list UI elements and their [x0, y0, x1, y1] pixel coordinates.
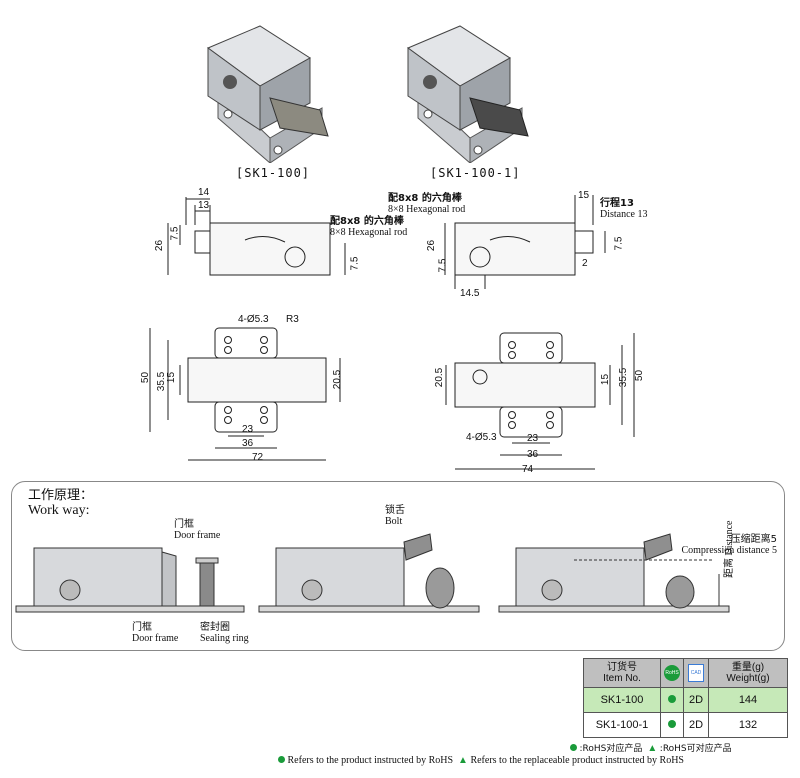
door-frame2-en: Door frame — [132, 633, 179, 644]
door-frame-label-top: 门框 Door frame — [174, 519, 220, 541]
photo-sk1-100-1 — [400, 18, 540, 165]
dim-r3: R3 — [286, 314, 299, 325]
work-way-panel — [11, 481, 785, 651]
row2-weight: 132 — [708, 712, 788, 738]
hex-rod-note-right: 配8x8 的六角棒 8×8 Hexagonal rod — [388, 193, 465, 215]
sealing-cn: 密封圈 — [200, 622, 230, 633]
side-view-left-drawing — [150, 185, 390, 290]
top-view-left-drawing — [140, 310, 390, 470]
compress-en: Compression distance 5 — [681, 545, 777, 556]
header-weight: 重量(g) Weight(g) — [708, 658, 788, 688]
rohs-icon: RoHS — [664, 665, 680, 681]
legend-en: Refers to the product instructed by RoHS… — [278, 755, 684, 766]
sealing-en: Sealing ring — [200, 633, 249, 644]
sealing-ring-label: 密封圈 Sealing ring — [200, 622, 249, 644]
bolt-label: 锁舌 Bolt — [385, 505, 405, 527]
table-row: SK1-100 2D 144 — [583, 687, 788, 713]
legend-replace-cn: :RoHS可对应产品 — [659, 744, 732, 754]
legend-rohs-cn: :RoHS对应产品 — [579, 744, 643, 754]
top-view-right-drawing — [420, 325, 660, 480]
rohs-dot-icon — [668, 720, 676, 728]
hex-rod-cn-left: 配8x8 的六角棒 — [330, 216, 404, 227]
hex-rod-en-right: 8×8 Hexagonal rod — [388, 204, 466, 215]
door-frame-en: Door frame — [174, 530, 221, 541]
legend-replace-en: Refers to the replaceable product instru… — [470, 755, 684, 766]
dim-26-right: 26 — [426, 239, 438, 252]
dim-14-5: 14.5 — [460, 288, 480, 299]
stroke-cn: 行程13 — [600, 198, 634, 209]
distance-label: 距离 Distance — [724, 521, 735, 579]
dim-7-5-left: 7.5 — [437, 258, 449, 273]
header-cad: CAD — [683, 658, 709, 688]
dim-23-left: 23 — [242, 424, 254, 435]
dim-4-holes-left: 4-Ø5.3 — [238, 314, 269, 325]
dim-36-left: 36 — [242, 438, 254, 449]
table-row: SK1-100-1 2D 132 — [583, 712, 788, 738]
header-weight-cn: 重量(g) — [731, 662, 765, 673]
header-rohs: RoHS — [660, 658, 684, 688]
bolt-cn: 锁舌 — [385, 505, 405, 516]
door-frame-cn: 门框 — [174, 519, 194, 530]
header-weight-en: Weight(g) — [726, 673, 770, 684]
dim-4-holes-right: 4-Ø5.3 — [466, 432, 497, 443]
row2-cad: 2D — [683, 712, 709, 738]
cad-icon: CAD — [688, 664, 704, 682]
dim-14: 14 — [198, 187, 210, 198]
dim-15-right: 15 — [600, 373, 612, 386]
door-frame2-cn: 门框 — [132, 622, 152, 633]
triangle-icon: ▲ — [647, 743, 658, 754]
dim-15: 15 — [578, 190, 590, 201]
side-view-right-drawing — [425, 185, 625, 290]
rohs-dot-icon — [570, 744, 577, 751]
distance-cn: 距离 — [724, 558, 735, 578]
work-way-title-cn: 工作原理： — [28, 488, 94, 503]
dim-23-right: 23 — [527, 433, 539, 444]
photo-label-sk1-100: [SK1-100] — [236, 166, 311, 180]
dim-7-5-right: 7.5 — [613, 236, 625, 251]
header-item-en: Item No. — [603, 673, 641, 684]
spec-table: 订货号 Item No. RoHS CAD 重量(g) Weight(g) SK… — [583, 658, 788, 738]
dim-7-5-bottom: 7.5 — [349, 256, 361, 271]
dim-72: 72 — [252, 452, 264, 463]
header-item: 订货号 Item No. — [583, 658, 661, 688]
compression-label: 压缩距离5 Compression distance 5 — [677, 534, 777, 556]
work-way-diagrams — [14, 520, 784, 615]
distance-en: Distance — [724, 520, 735, 556]
legend-cn: :RoHS对应产品 ▲ :RoHS可对应产品 — [570, 741, 732, 754]
legend-rohs-en: Refers to the product instructed by RoHS — [287, 755, 454, 766]
row1-weight: 144 — [708, 687, 788, 713]
rohs-dot-icon — [278, 756, 285, 763]
dim-26: 26 — [154, 239, 166, 252]
bolt-en: Bolt — [385, 516, 403, 527]
row1-rohs — [660, 687, 684, 713]
work-way-title-en: Work way: — [28, 503, 90, 518]
stroke-note: 行程13 Distance 13 — [600, 198, 648, 220]
dim-50-left: 50 — [140, 371, 152, 384]
compress-cn: 压缩距离5 — [730, 534, 777, 545]
hex-rod-note-left: 配8x8 的六角棒 8×8 Hexagonal rod — [330, 216, 407, 238]
photo-sk1-100 — [200, 18, 340, 165]
row2-rohs — [660, 712, 684, 738]
dim-2: 2 — [582, 258, 588, 269]
row1-item: SK1-100 — [583, 687, 661, 713]
dim-50-right: 50 — [634, 369, 646, 382]
dim-20-5-left: 20.5 — [332, 369, 344, 390]
dim-15-left: 15 — [166, 371, 178, 384]
dim-36-right: 36 — [527, 449, 539, 460]
dim-74: 74 — [522, 464, 534, 475]
hex-rod-en-left: 8×8 Hexagonal rod — [330, 227, 408, 238]
dim-20-5-right: 20.5 — [434, 367, 446, 388]
dim-7-5-top: 7.5 — [169, 226, 181, 241]
triangle-icon: ▲ — [458, 755, 468, 766]
door-frame-label-bottom: 门框 Door frame — [132, 622, 178, 644]
photo-label-sk1-100-1: [SK1-100-1] — [430, 166, 521, 180]
rohs-dot-icon — [668, 695, 676, 703]
dim-13: 13 — [198, 200, 210, 211]
stroke-en: Distance 13 — [600, 209, 648, 220]
row2-item: SK1-100-1 — [583, 712, 661, 738]
row1-cad: 2D — [683, 687, 709, 713]
header-item-cn: 订货号 — [607, 662, 637, 673]
dim-35-5-right: 35.5 — [618, 367, 630, 388]
hex-rod-cn-right: 配8x8 的六角棒 — [388, 193, 462, 204]
